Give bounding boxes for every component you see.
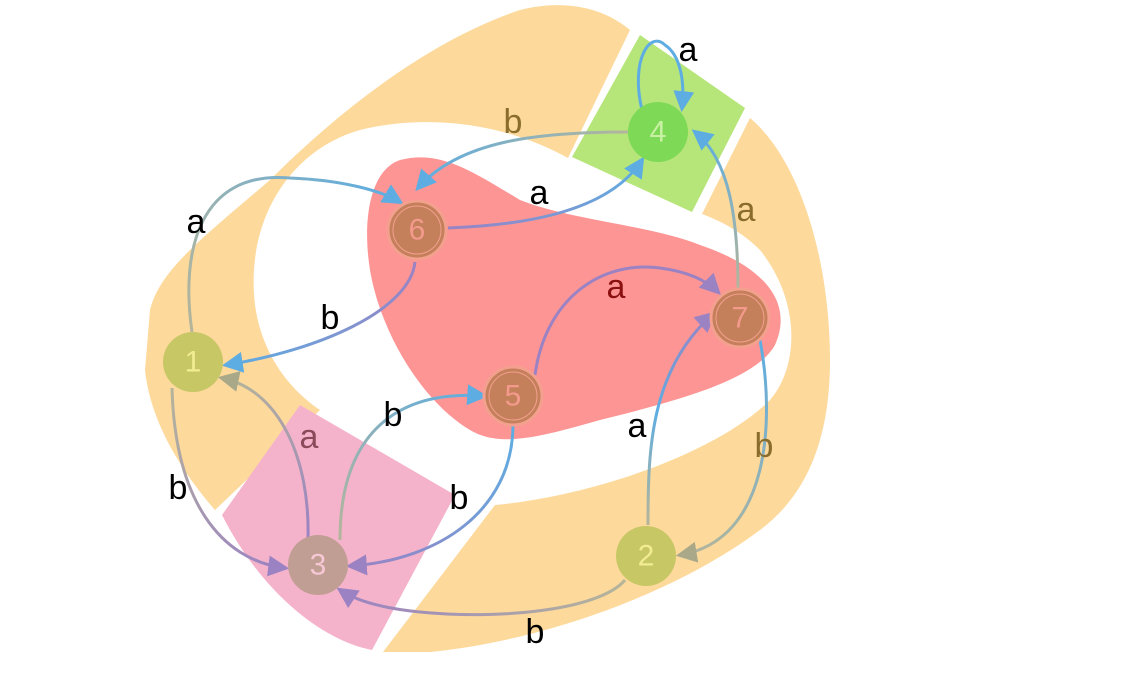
- edge-7-2: [675, 339, 768, 563]
- node-3-label: 3: [310, 549, 327, 582]
- edge-label-1-6: a: [187, 203, 206, 241]
- node-1-label: 1: [185, 346, 202, 379]
- node-6[interactable]: 6: [386, 199, 448, 261]
- edge-5-3: [345, 425, 515, 576]
- orange-region-right: [383, 118, 830, 652]
- edge-label-2-7: a: [628, 407, 647, 445]
- node-7-label: 7: [732, 302, 749, 335]
- orange-region: [145, 5, 630, 511]
- edge-label-2-3: b: [526, 613, 545, 651]
- edge-label-1-3: b: [169, 469, 188, 507]
- edge-label-4-4: a: [679, 31, 698, 69]
- regions: [145, 5, 830, 652]
- edge-2-3: [336, 579, 627, 617]
- edge-2-7: [646, 311, 717, 526]
- nodes: 1 2 3 4 5 6 7: [163, 102, 771, 595]
- node-5-label: 5: [505, 380, 522, 413]
- edge-6-4: [447, 156, 645, 230]
- edge-3-5: [338, 384, 489, 541]
- edge-label-5-3: b: [450, 479, 469, 517]
- edge-label-6-4: a: [530, 174, 549, 212]
- edge-4-4: [636, 39, 695, 113]
- node-2[interactable]: 2: [616, 526, 676, 586]
- edge-6-1: [221, 261, 417, 373]
- edge-labels: a b a a b a a b a b b a b b: [169, 31, 774, 651]
- edge-1-3: [170, 387, 290, 577]
- pink-region: [222, 405, 455, 650]
- edge-5-7: [533, 265, 721, 376]
- edge-label-7-4: a: [737, 191, 756, 229]
- edge-label-5-7: a: [607, 268, 626, 306]
- edge-label-4-6: b: [504, 103, 523, 141]
- edge-label-3-1: a: [300, 418, 319, 456]
- node-6-label: 6: [409, 214, 426, 247]
- node-4-label: 4: [650, 116, 667, 149]
- node-5[interactable]: 5: [482, 365, 544, 427]
- node-3[interactable]: 3: [288, 535, 348, 595]
- edge-1-6: [187, 176, 404, 333]
- node-2-label: 2: [638, 540, 655, 573]
- node-7[interactable]: 7: [709, 287, 771, 349]
- edges: [170, 39, 768, 617]
- node-1[interactable]: 1: [163, 332, 223, 392]
- edge-4-6: [415, 130, 629, 192]
- edge-label-6-1: b: [321, 299, 340, 337]
- node-4[interactable]: 4: [628, 102, 688, 162]
- edge-label-3-5: b: [384, 396, 403, 434]
- edge-3-1: [217, 371, 310, 539]
- edge-label-7-2: b: [755, 427, 774, 465]
- edge-7-4: [691, 129, 740, 291]
